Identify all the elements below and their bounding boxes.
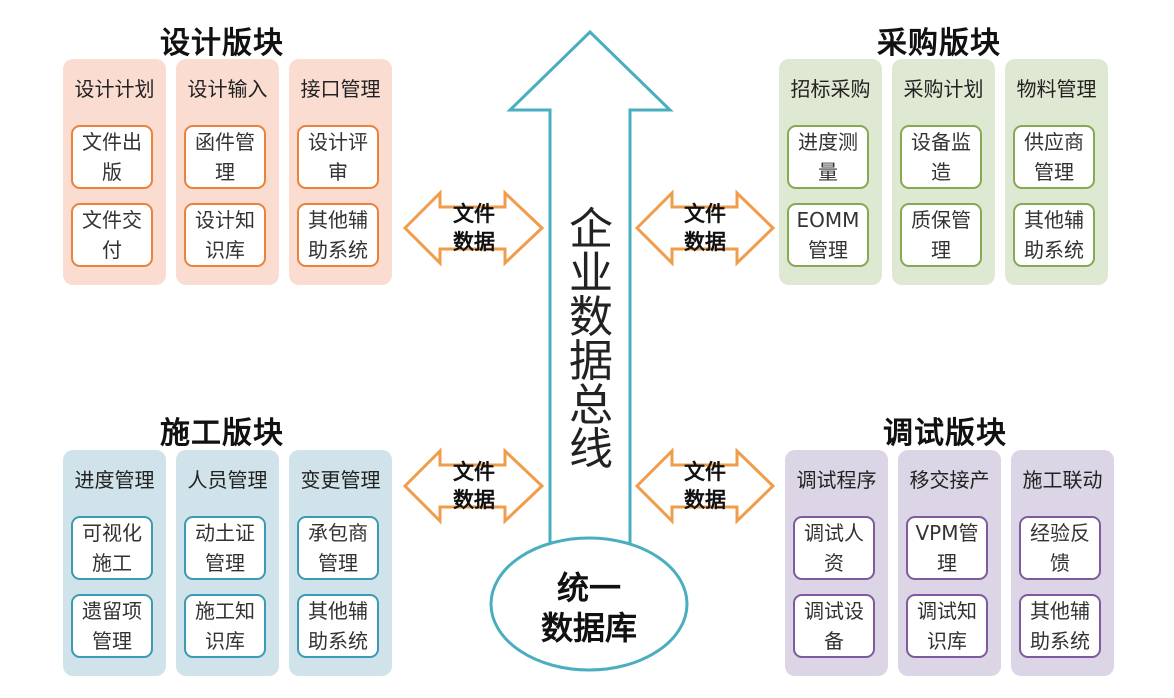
column-head: 变更管理 xyxy=(300,468,381,492)
debug-col-2: 移交接产 VPM管理 调试知识库 xyxy=(898,450,1001,676)
module-box: 设计知识库 xyxy=(184,203,266,267)
double-arrow-bottom-right xyxy=(634,447,776,525)
module-box: 质保管理 xyxy=(900,203,982,267)
database-label: 统一 数据库 xyxy=(500,568,678,648)
debug-block-title: 调试版块 xyxy=(883,416,1007,451)
bus-label: 企业数据总线 xyxy=(569,204,613,475)
double-arrow-top-right xyxy=(634,189,776,267)
arrow-label-line1: 文件 xyxy=(453,202,495,226)
module-box: 进度测量 xyxy=(787,125,869,189)
design-col-3: 接口管理 设计评审 其他辅助系统 xyxy=(289,59,392,285)
arrow-label-bottom-right: 文件 数据 xyxy=(665,458,745,514)
module-box: 调试知识库 xyxy=(906,594,988,658)
build-col-2: 人员管理 动土证管理 施工知识库 xyxy=(176,450,279,676)
column-head: 设计输入 xyxy=(187,77,268,101)
column-head: 移交接产 xyxy=(909,468,990,492)
double-arrow-top-left xyxy=(402,189,545,267)
module-box: 遗留项管理 xyxy=(71,594,153,658)
arrow-label-line1: 文件 xyxy=(453,460,495,484)
double-arrow-bottom-left xyxy=(402,447,545,525)
module-box: 施工知识库 xyxy=(184,594,266,658)
module-box: 动土证管理 xyxy=(184,516,266,580)
arrow-label-line2: 数据 xyxy=(453,230,495,254)
module-box: 可视化施工 xyxy=(71,516,153,580)
column-head: 物料管理 xyxy=(1016,77,1097,101)
bus-arrow xyxy=(506,29,674,547)
build-col-3: 变更管理 承包商管理 其他辅助系统 xyxy=(289,450,392,676)
database-label-line1: 统一 xyxy=(556,569,621,607)
module-box: 承包商管理 xyxy=(297,516,379,580)
database-label-line2: 数据库 xyxy=(540,609,637,647)
column-head: 进度管理 xyxy=(74,468,155,492)
design-col-1: 设计计划 文件出版 文件交付 xyxy=(63,59,166,285)
database-ellipse xyxy=(489,536,689,672)
module-box: 设备监造 xyxy=(900,125,982,189)
build-col-1: 进度管理 可视化施工 遗留项管理 xyxy=(63,450,166,676)
module-box: 其他辅助系统 xyxy=(1019,594,1101,658)
column-head: 调试程序 xyxy=(796,468,877,492)
design-block-title: 设计版块 xyxy=(160,26,284,61)
arrow-label-top-right: 文件 数据 xyxy=(665,200,745,256)
module-box: 其他辅助系统 xyxy=(1013,203,1095,267)
module-box: 经验反馈 xyxy=(1019,516,1101,580)
debug-col-1: 调试程序 调试人资 调试设备 xyxy=(785,450,888,676)
arrow-label-line1: 文件 xyxy=(684,202,726,226)
arrow-label-top-left: 文件 数据 xyxy=(434,200,514,256)
column-head: 招标采购 xyxy=(790,77,871,101)
debug-col-3: 施工联动 经验反馈 其他辅助系统 xyxy=(1011,450,1114,676)
module-box: EOMM管理 xyxy=(787,203,869,267)
module-box: VPM管理 xyxy=(906,516,988,580)
purchase-col-1: 招标采购 进度测量 EOMM管理 xyxy=(779,59,882,285)
module-box: 设计评审 xyxy=(297,125,379,189)
column-head: 人员管理 xyxy=(187,468,268,492)
arrow-label-line2: 数据 xyxy=(684,488,726,512)
arrow-label-bottom-left: 文件 数据 xyxy=(434,458,514,514)
arrow-label-line1: 文件 xyxy=(684,460,726,484)
purchase-col-2: 采购计划 设备监造 质保管理 xyxy=(892,59,995,285)
module-box: 文件出版 xyxy=(71,125,153,189)
column-head: 采购计划 xyxy=(903,77,984,101)
module-box: 调试设备 xyxy=(793,594,875,658)
module-box: 供应商管理 xyxy=(1013,125,1095,189)
module-box: 调试人资 xyxy=(793,516,875,580)
column-head: 设计计划 xyxy=(74,77,155,101)
arrow-label-line2: 数据 xyxy=(453,488,495,512)
module-box: 其他辅助系统 xyxy=(297,203,379,267)
module-box: 函件管理 xyxy=(184,125,266,189)
arrow-label-line2: 数据 xyxy=(684,230,726,254)
design-col-2: 设计输入 函件管理 设计知识库 xyxy=(176,59,279,285)
build-block-title: 施工版块 xyxy=(160,416,284,451)
module-box: 其他辅助系统 xyxy=(297,594,379,658)
purchase-block-title: 采购版块 xyxy=(877,26,1001,61)
column-head: 接口管理 xyxy=(300,77,381,101)
module-box: 文件交付 xyxy=(71,203,153,267)
column-head: 施工联动 xyxy=(1022,468,1103,492)
purchase-col-3: 物料管理 供应商管理 其他辅助系统 xyxy=(1005,59,1108,285)
